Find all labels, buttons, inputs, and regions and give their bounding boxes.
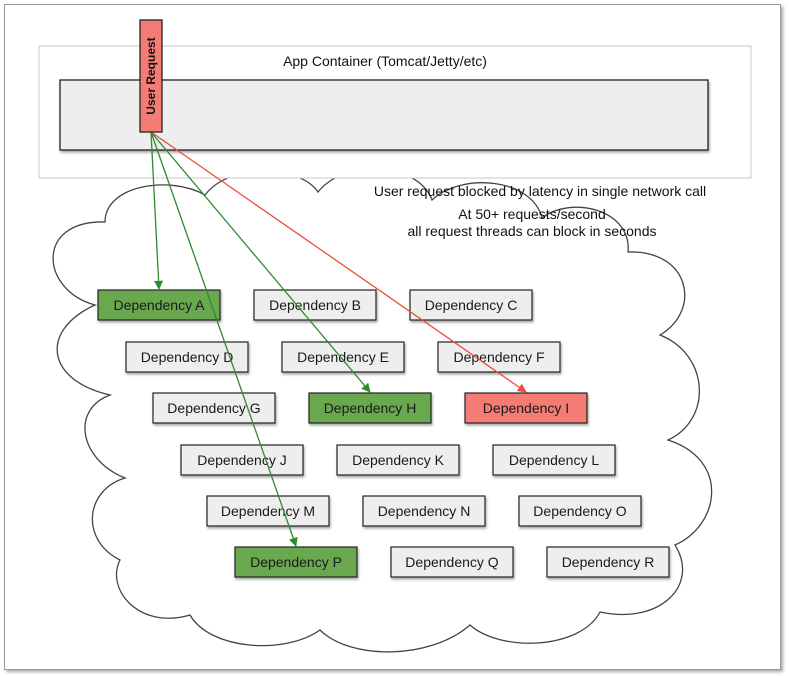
dependency-m-node: Dependency M — [206, 495, 330, 527]
dependency-l-node: Dependency L — [492, 444, 616, 476]
dependency-k-box — [336, 444, 460, 476]
dependency-k-label: Dependency K — [352, 452, 445, 468]
dependency-m-box — [206, 495, 330, 527]
dependency-f-box — [437, 341, 561, 373]
caption-line-2: At 50+ requests/second — [458, 206, 606, 222]
caption-line-1: User request blocked by latency in singl… — [374, 183, 706, 199]
call-arrow-dependency-p — [150, 131, 298, 547]
dependency-l-box — [492, 444, 616, 476]
dependency-n-node: Dependency N — [362, 495, 486, 527]
dependency-m-label: Dependency M — [221, 503, 315, 519]
dependency-h-label: Dependency H — [324, 400, 417, 416]
dependency-f-node: Dependency F — [437, 341, 561, 373]
dependency-i-label: Dependency I — [483, 400, 569, 416]
dependency-k-node: Dependency K — [336, 444, 460, 476]
dependency-j-label: Dependency J — [197, 452, 287, 468]
dependency-j-node: Dependency J — [180, 444, 304, 476]
dependency-r-node: Dependency R — [546, 546, 670, 578]
dependency-a-node: Dependency A — [97, 289, 221, 321]
user-request-box — [139, 19, 163, 133]
dependency-d-node: Dependency D — [125, 341, 249, 373]
call-arrow-dependency-i — [150, 131, 527, 393]
dependency-e-label: Dependency E — [297, 349, 389, 365]
dependency-j-box — [180, 444, 304, 476]
dependency-p-node: Dependency P — [234, 546, 358, 578]
dependency-p-label: Dependency P — [250, 554, 342, 570]
dependency-o-box — [518, 495, 642, 527]
dependency-l-label: Dependency L — [509, 452, 600, 468]
user-request-label: User Request — [144, 37, 158, 114]
dependency-h-box — [308, 392, 432, 424]
dependency-d-label: Dependency D — [141, 349, 234, 365]
dependency-d-box — [125, 341, 249, 373]
dependency-a-box — [97, 289, 221, 321]
dependency-c-node: Dependency C — [409, 289, 533, 321]
app-container-box — [59, 79, 709, 151]
dependency-g-box — [152, 392, 276, 424]
dependency-e-node: Dependency E — [281, 341, 405, 373]
dependency-i-node: Dependency I — [464, 392, 588, 424]
dependency-b-label: Dependency B — [269, 297, 361, 313]
dependency-o-label: Dependency O — [533, 503, 627, 519]
dependency-o-node: Dependency O — [518, 495, 642, 527]
dependency-r-box — [546, 546, 670, 578]
call-arrow-dependency-a — [150, 131, 164, 290]
dependency-h-node: Dependency H — [308, 392, 432, 424]
dependency-e-box — [281, 341, 405, 373]
call-arrow-dependency-h — [150, 131, 371, 393]
dependency-n-box — [362, 495, 486, 527]
call-arrows — [150, 131, 527, 547]
dependency-a-label: Dependency A — [113, 297, 205, 313]
dependency-n-label: Dependency N — [378, 503, 471, 519]
dependency-b-node: Dependency B — [253, 289, 377, 321]
dependency-grid: Dependency A Dependency B Dependency C Depe… — [97, 289, 670, 578]
dependency-c-box — [409, 289, 533, 321]
dependency-p-box — [234, 546, 358, 578]
dependency-r-label: Dependency R — [562, 554, 655, 570]
dependency-i-box — [464, 392, 588, 424]
container-title: App Container (Tomcat/Jetty/etc) — [283, 53, 487, 69]
dependency-c-label: Dependency C — [425, 297, 518, 313]
dependency-f-label: Dependency F — [453, 349, 544, 365]
caption-line-3: all request threads can block in seconds — [407, 223, 656, 239]
dependency-q-box — [390, 546, 514, 578]
dependency-g-node: Dependency G — [152, 392, 276, 424]
dependency-g-label: Dependency G — [167, 400, 260, 416]
dependency-b-box — [253, 289, 377, 321]
dependency-q-node: Dependency Q — [390, 546, 514, 578]
dependency-q-label: Dependency Q — [405, 554, 499, 570]
